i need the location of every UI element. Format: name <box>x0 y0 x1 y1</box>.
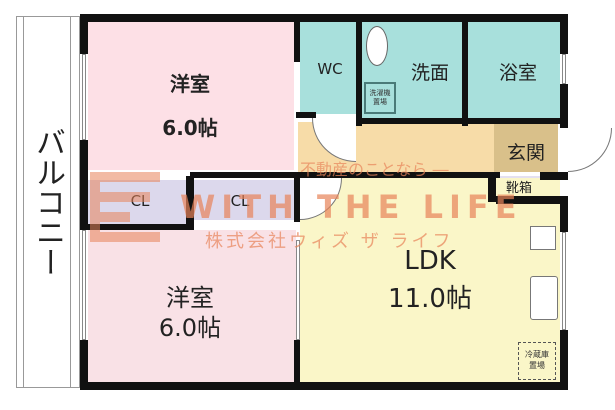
room-label: 靴箱 <box>505 181 532 196</box>
window <box>562 54 566 84</box>
watermark-line3: 株式会社ウィズ ザ ライフ <box>205 231 454 252</box>
room-western-top <box>88 22 294 170</box>
kitchen-sink-icon <box>530 276 558 320</box>
room-label: 玄関 <box>506 142 545 164</box>
watermark-logo-icon <box>90 172 160 242</box>
room-size: 6.0帖 <box>162 116 218 140</box>
room-label: 洗面 <box>410 62 449 84</box>
room-label: 洋室 <box>170 72 210 96</box>
window <box>562 232 566 330</box>
room-bathroom <box>468 22 560 118</box>
room-label: LDK <box>404 246 456 276</box>
balcony: バルコニー <box>16 16 80 388</box>
fridge-area: 冷蔵庫 置場 <box>518 342 556 380</box>
room-label: CL <box>230 192 250 210</box>
window <box>296 240 300 340</box>
room-closet-2 <box>194 180 294 220</box>
watermark-line1: 不動産のことなら ― <box>300 160 449 179</box>
washing-machine-area: 洗濯機 置場 <box>364 82 396 114</box>
room-size: 6.0帖 <box>158 314 222 342</box>
window <box>82 230 86 340</box>
room-ldk <box>300 178 560 382</box>
stove-icon <box>530 226 556 250</box>
window <box>82 54 86 140</box>
room-western-bottom <box>88 230 296 382</box>
sink-icon <box>366 26 388 66</box>
room-label: 浴室 <box>498 62 537 84</box>
door-front[interactable] <box>568 128 612 172</box>
room-label: 洋室 <box>166 284 214 312</box>
watermark-line2: WITH THE LIFE <box>180 188 523 226</box>
balcony-label: バルコニー <box>30 127 65 277</box>
room-wc <box>300 22 360 114</box>
room-entrance <box>494 124 558 172</box>
room-size: 11.0帖 <box>388 284 472 314</box>
room-label: WC <box>317 60 343 78</box>
